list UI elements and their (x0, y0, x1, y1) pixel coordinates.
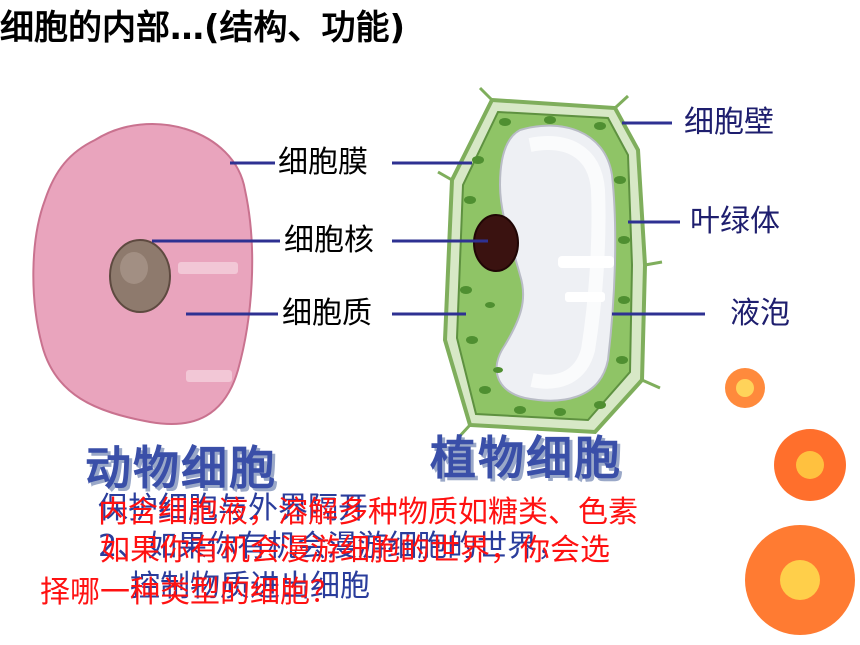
overlay-text-membrane-function: 控制物质进出细胞 (130, 569, 370, 604)
flower-large-icon (745, 525, 855, 635)
chloroplasts (460, 116, 630, 416)
animal-highlight-2 (186, 370, 232, 382)
plant-nucleus (473, 214, 519, 272)
overlay-text-question-navy: 2、如果你有机会漫游细胞的世界， (98, 529, 568, 564)
overlay-text-question-red: 如果你有机会漫游细胞的世界，你会选 (100, 533, 610, 568)
overlay-text-wall-function: 保护细胞与外界隔开 (98, 491, 368, 526)
animal-highlight-1 (178, 262, 238, 274)
label-cell-wall: 细胞壁 (684, 105, 774, 140)
label-vacuole: 液泡 (730, 296, 790, 331)
caption-animal-cell: 动物细胞 (85, 441, 277, 495)
overlay-text-vacuole-function: 内含细胞液，溶解多种物质如糖类、色素 (98, 495, 638, 530)
label-chloroplast: 叶绿体 (690, 204, 780, 239)
caption-plant-cell: 植物细胞 (430, 431, 622, 485)
page-title: 细胞的内部…(结构、功能) (0, 8, 406, 48)
label-cytoplasm: 细胞质 (282, 296, 372, 331)
flower-medium-icon (774, 429, 846, 501)
overlay-text-question-end: 择哪一种类型的细胞？ (40, 575, 340, 610)
flower-small-icon (725, 368, 765, 408)
label-membrane: 细胞膜 (278, 145, 368, 180)
label-nucleus: 细胞核 (284, 223, 374, 258)
